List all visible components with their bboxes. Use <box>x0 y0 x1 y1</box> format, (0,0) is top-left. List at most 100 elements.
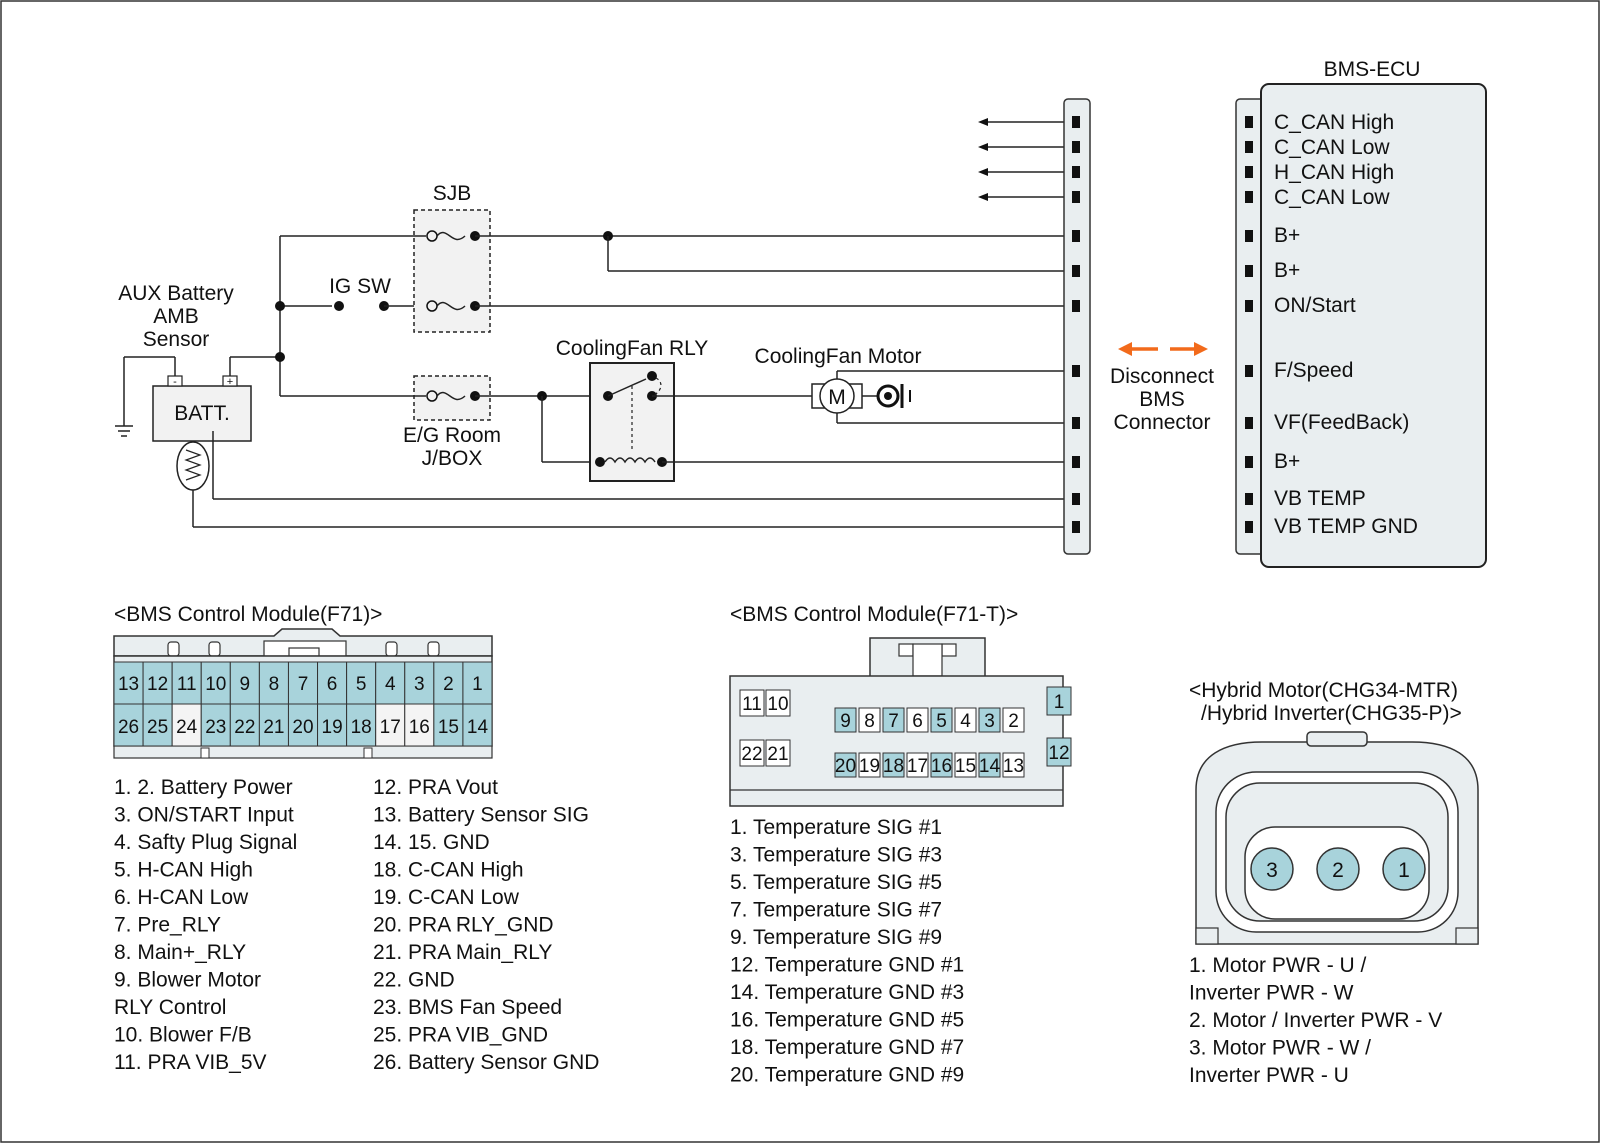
f71t-pin-cell <box>954 707 977 733</box>
f71t-pin-number: 19 <box>859 756 880 777</box>
f71-pin-number: 4 <box>385 674 396 695</box>
f71t-pin-cell <box>978 752 1001 778</box>
ecu-pin-label: C_CAN Low <box>1274 186 1390 209</box>
f71-pin-number: 16 <box>409 717 430 738</box>
battery-box <box>152 385 252 442</box>
f71-legend-item: RLY Control <box>114 996 226 1019</box>
f71-pin-number: 17 <box>380 717 401 738</box>
f71-pin-number: 23 <box>205 717 226 738</box>
f71t-pin-cell <box>930 707 953 733</box>
hybrid-pin-number: 2 <box>1332 859 1344 882</box>
f71-pin-cell <box>287 661 319 705</box>
hybrid-title-1: <Hybrid Motor(CHG34-MTR) <box>1189 679 1458 702</box>
f71t-pin-number: 20 <box>835 756 856 777</box>
f71t-pin-number: 2 <box>1008 711 1019 732</box>
ecu-pin-label: B+ <box>1274 450 1300 473</box>
f71-legend-item: 1. 2. Battery Power <box>114 776 293 799</box>
ecu-connector-pins <box>1245 116 1253 533</box>
disconnect-label-1: Disconnect <box>1110 365 1214 388</box>
hybrid-pin <box>1316 847 1360 891</box>
f71t-pin-number: 6 <box>912 711 923 732</box>
ecu-pin-label: B+ <box>1274 259 1300 282</box>
f71t-pin-number: 21 <box>767 744 788 765</box>
disconnect-label-2: BMS <box>1139 388 1185 411</box>
f71t-pin-number: 18 <box>883 756 904 777</box>
f71-pin-number: 1 <box>472 674 483 695</box>
f71t-pin-number: 8 <box>864 711 875 732</box>
f71t-pin-cell <box>858 707 881 733</box>
f71t-pin-cell <box>882 752 905 778</box>
ecu-pin-label: F/Speed <box>1274 359 1353 382</box>
f71-pin-cell <box>433 703 464 747</box>
eg-room-label-1: E/G Room <box>403 424 501 447</box>
f71-pin-number: 7 <box>298 674 309 695</box>
f71t-pin-cell <box>1046 686 1072 716</box>
f71t-legend-item: 20. Temperature GND #9 <box>730 1064 964 1087</box>
aux-battery-label-2: AMB <box>153 305 199 328</box>
f71-pin-cell <box>404 703 435 747</box>
hybrid-legend-item: 3. Motor PWR - W / <box>1189 1037 1371 1060</box>
f71t-pin-cell <box>906 707 929 733</box>
f71t-title: <BMS Control Module(F71-T)> <box>730 603 1018 626</box>
f71t-pin-number: 10 <box>767 694 788 715</box>
amb-sensor-icon <box>176 441 210 491</box>
ig-sw-label: IG SW <box>329 275 391 298</box>
f71t-pin-cell <box>765 739 791 767</box>
harness-connector-pins <box>1072 116 1080 533</box>
f71t-pin-number: 3 <box>984 711 995 732</box>
f71t-pin-number: 15 <box>955 756 976 777</box>
f71t-legend-item: 9. Temperature SIG #9 <box>730 926 942 949</box>
disconnect-arrows-icon <box>1118 342 1208 356</box>
f71t-pin-cell <box>978 707 1001 733</box>
motor-symbol: M <box>828 386 846 409</box>
cooling-fan-rly-label: CoolingFan RLY <box>556 337 709 360</box>
f71-pin-number: 26 <box>118 717 139 738</box>
f71-legend-item: 20. PRA RLY_GND <box>373 914 554 937</box>
f71t-pin-number: 11 <box>742 694 762 715</box>
f71-legend-item: 10. Blower F/B <box>114 1024 252 1047</box>
f71-legend-item: 19. C-CAN Low <box>373 886 520 909</box>
f71-legend-item: 9. Blower Motor <box>114 969 261 992</box>
f71t-pin-cell <box>930 752 953 778</box>
f71t-pin-cell <box>858 752 881 778</box>
f71-pin-number: 25 <box>147 717 168 738</box>
f71-pin-number: 24 <box>176 717 198 738</box>
aux-battery-label-1: AUX Battery <box>118 282 234 305</box>
f71-pin-cell <box>113 703 144 747</box>
f71t-pin-number: 9 <box>840 711 851 732</box>
schematic: IG SW SJB E/G Room J/BOX Cooli <box>115 58 1487 568</box>
battery-minus: - <box>173 376 177 388</box>
f71-pin-number: 18 <box>351 717 372 738</box>
f71-pin-number: 9 <box>240 674 251 695</box>
f71-legend-item: 6. H-CAN Low <box>114 886 249 909</box>
f71-title: <BMS Control Module(F71)> <box>114 603 382 626</box>
hybrid-legend-item: Inverter PWR - W <box>1189 982 1354 1005</box>
f71-pin-number: 6 <box>327 674 338 695</box>
f71-pin-cell <box>287 703 319 747</box>
f71-pin-number: 12 <box>147 674 168 695</box>
f71t-pin-cell <box>906 752 929 778</box>
f71-pin-number: 5 <box>356 674 367 695</box>
f71t-pin-number: 7 <box>888 711 899 732</box>
hybrid-legend-item: 1. Motor PWR - U / <box>1189 954 1367 977</box>
f71t-pin-number: 16 <box>931 756 952 777</box>
f71t-pin-cell <box>1002 752 1025 778</box>
aux-battery-label-3: Sensor <box>143 328 210 351</box>
f71-pin-number: 2 <box>443 674 454 695</box>
f71-legend-item: 23. BMS Fan Speed <box>373 996 562 1019</box>
ecu-pin-label: C_CAN Low <box>1274 136 1390 159</box>
f71t-pin-cell <box>1002 707 1025 733</box>
cooling-fan-motor-label: CoolingFan Motor <box>755 345 922 368</box>
f71t-pin-number: 17 <box>907 756 928 777</box>
f71-pin-cell <box>404 661 435 705</box>
f71t-pin-cell <box>739 739 765 767</box>
ecu-title: BMS-ECU <box>1324 58 1421 81</box>
f71t-pin-cell <box>765 689 791 717</box>
